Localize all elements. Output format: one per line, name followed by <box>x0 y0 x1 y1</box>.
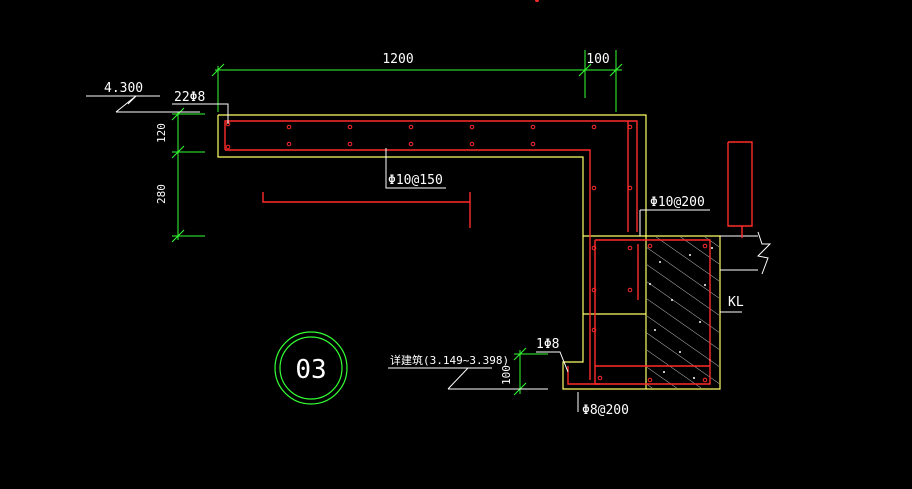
elevation-marker-bottom <box>388 367 548 390</box>
section-id-label: 03 <box>295 355 326 385</box>
section-marker <box>274 331 348 405</box>
beam-aggregate-dots <box>649 247 713 379</box>
beam-kl-label: KL <box>728 295 744 310</box>
concrete-outline <box>217 114 721 390</box>
elevation-marker-top <box>86 95 200 113</box>
dim-step-height: 100 <box>500 365 513 385</box>
leader-lines <box>172 103 742 412</box>
top-marker-dot <box>535 0 539 2</box>
rebar-stirrups-lower-label: Φ8@200 <box>582 403 629 418</box>
dim-span-top: 1200 <box>382 52 413 67</box>
beam-hatch <box>647 237 719 388</box>
dim-vert-mid: 280 <box>155 184 168 204</box>
dimension-lines <box>171 50 623 396</box>
adjacent-slab <box>720 231 772 275</box>
elevation-top-label: 4.300 <box>104 81 143 96</box>
rebar-top-bars-label: 22Φ8 <box>174 90 205 105</box>
rebar-stirrups-upper-label: Φ10@200 <box>650 195 705 210</box>
rebar-dots <box>225 121 708 383</box>
elevation-bottom-label: 详建筑(3.149~3.398) <box>390 353 509 367</box>
rebar-dist-bars-label: Φ10@150 <box>388 173 443 188</box>
rebar-lines <box>224 120 753 385</box>
dim-span-small: 100 <box>586 52 609 67</box>
rebar-bottom-bar-label: 1Φ8 <box>536 337 559 352</box>
dim-vert-top: 120 <box>155 123 168 143</box>
